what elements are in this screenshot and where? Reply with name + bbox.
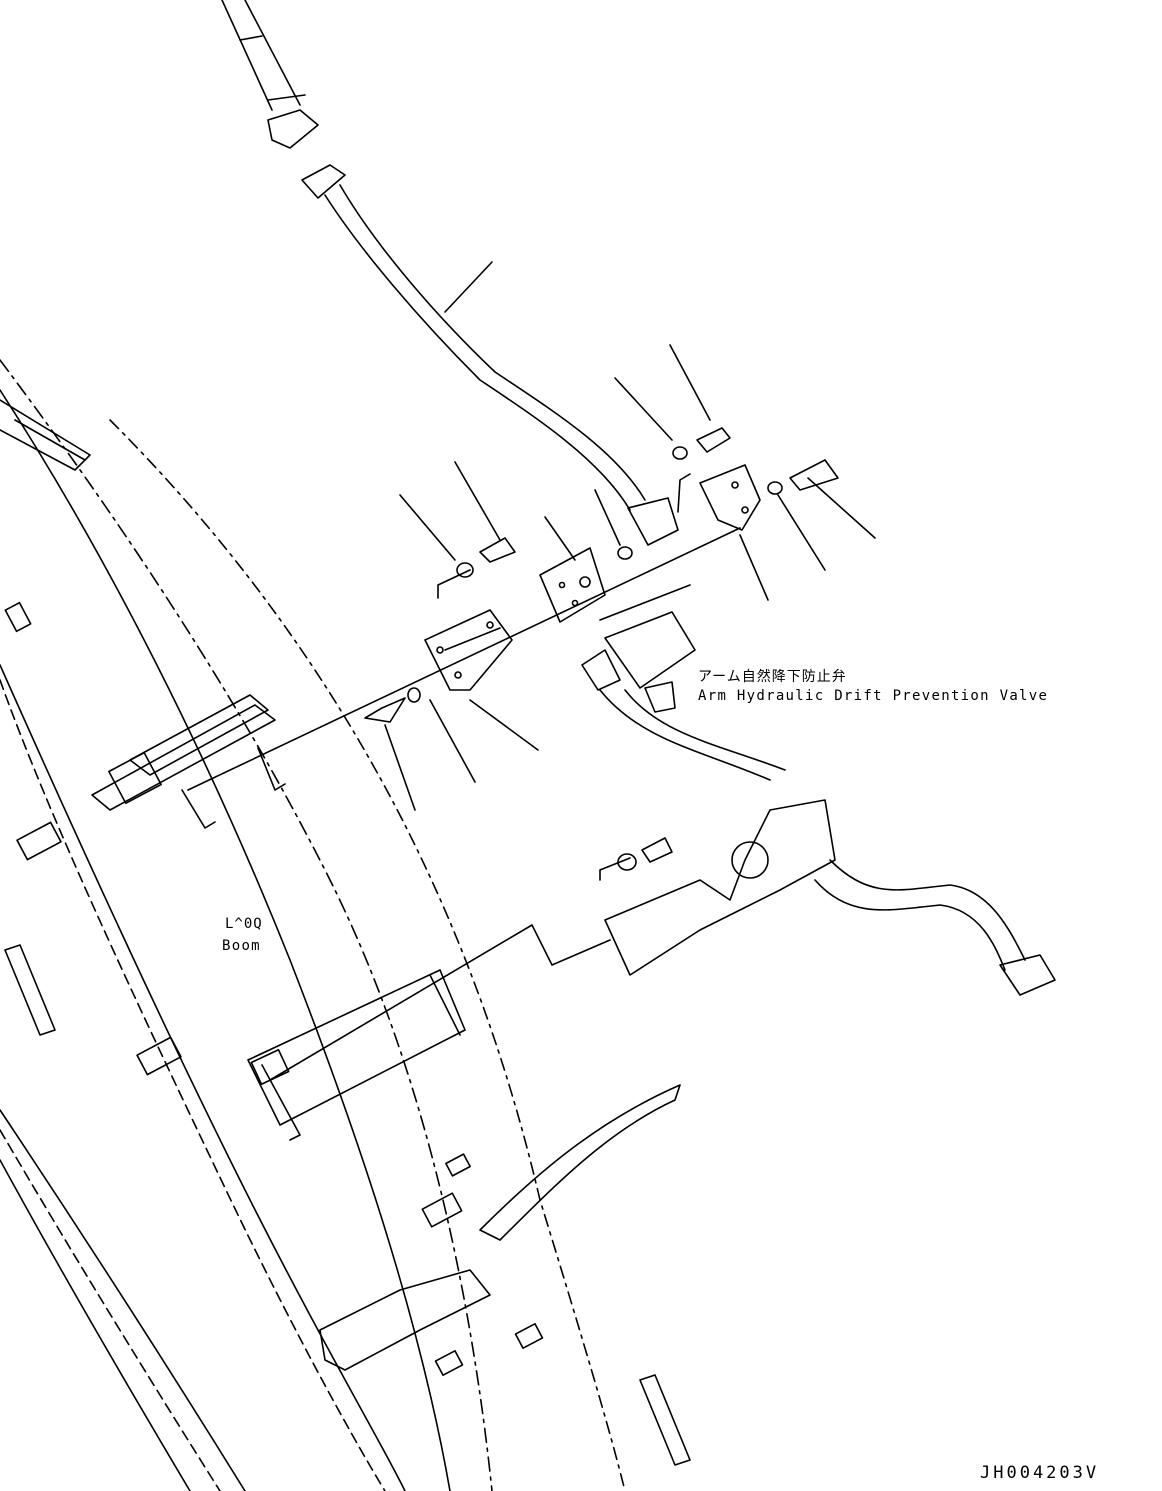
boom-small-brackets: [4, 601, 691, 1466]
valve-label-japanese: アーム自然降下防止弁: [698, 669, 847, 685]
upper-bracket: [699, 464, 761, 531]
assembly-axis: [187, 473, 741, 1081]
bolts-washers: [364, 427, 839, 871]
boom-clamp-plate-lower: [247, 969, 466, 1141]
drawing-code: JH004203V: [980, 1463, 1100, 1483]
valve-block: [539, 547, 606, 623]
leader-lines: [384, 261, 876, 811]
steel-pipe: [301, 164, 679, 546]
valve-label-english: Arm Hydraulic Drift Prevention Valve: [698, 688, 1049, 704]
boom-clamp-plate-upper: [91, 694, 286, 829]
drift-prevention-valve-installed: [604, 799, 1056, 996]
drift-prevention-valve: [581, 611, 786, 781]
boom-label-japanese: L^0Q: [225, 916, 263, 932]
boom-label-english: Boom: [222, 938, 261, 954]
mounting-plate: [424, 609, 513, 691]
boom-pipe-bracket-lower: [319, 1084, 681, 1371]
boom-outline: [0, 359, 626, 1491]
upper-hose: [221, 0, 319, 149]
